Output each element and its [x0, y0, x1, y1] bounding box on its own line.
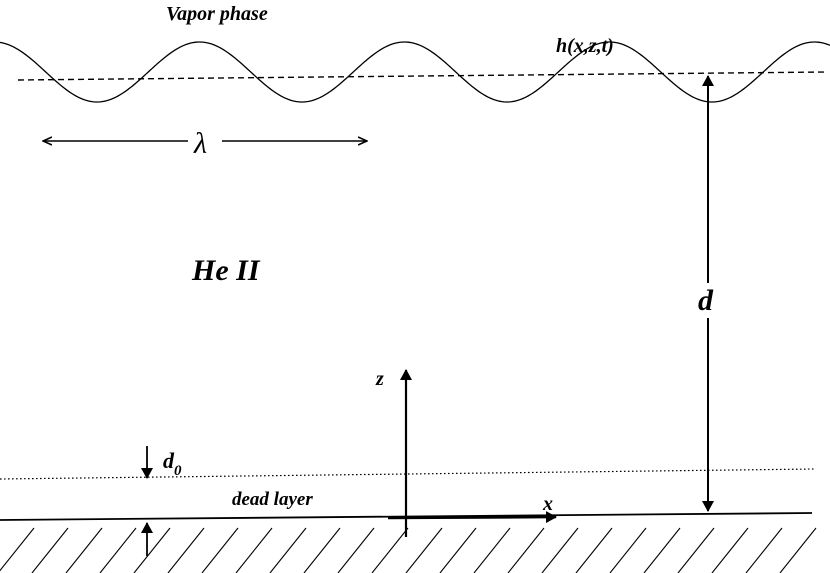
hatch-line	[303, 527, 341, 573]
hatch-line	[133, 527, 171, 573]
hatch-line	[473, 527, 511, 573]
hatch-line	[711, 527, 749, 573]
hatch-line	[371, 527, 409, 573]
free-surface-wave	[0, 41, 830, 103]
hatch-line	[31, 527, 69, 573]
depth-label: d	[698, 284, 714, 317]
hatch-line	[609, 527, 647, 573]
vapor-phase-label: Vapor phase	[166, 3, 268, 25]
hatch-line	[99, 527, 137, 573]
hatch-line	[507, 527, 545, 573]
hatch-line	[0, 527, 35, 572]
dead-layer-thickness-label: d0	[163, 448, 182, 479]
hatch-line	[779, 527, 817, 573]
dead-layer-boundary-dotted	[0, 468, 816, 480]
hatch-line	[439, 527, 477, 573]
surface-height-label: h(x,z,t)	[556, 35, 614, 57]
hatch-line	[745, 527, 783, 573]
hatch-line	[269, 527, 307, 573]
hatch-line	[405, 527, 443, 573]
substrate-hatching	[0, 527, 817, 573]
hatch-line	[677, 527, 715, 573]
x-axis-label: x	[542, 493, 553, 515]
hatch-line	[643, 527, 681, 573]
x-axis-arrow	[387, 511, 557, 524]
dead-layer-label: dead layer	[232, 489, 313, 510]
hatch-line	[65, 527, 103, 573]
hatch-line	[167, 527, 205, 573]
hatch-line	[337, 527, 375, 573]
wavelength-label: λ	[193, 127, 207, 160]
z-axis-label: z	[375, 368, 384, 390]
hatch-line	[201, 527, 239, 573]
mean-surface-dashed-line	[17, 71, 827, 81]
hatch-line	[235, 527, 273, 573]
liquid-label: He II	[191, 254, 261, 287]
hatch-line	[541, 527, 579, 573]
hatch-line	[575, 527, 613, 573]
